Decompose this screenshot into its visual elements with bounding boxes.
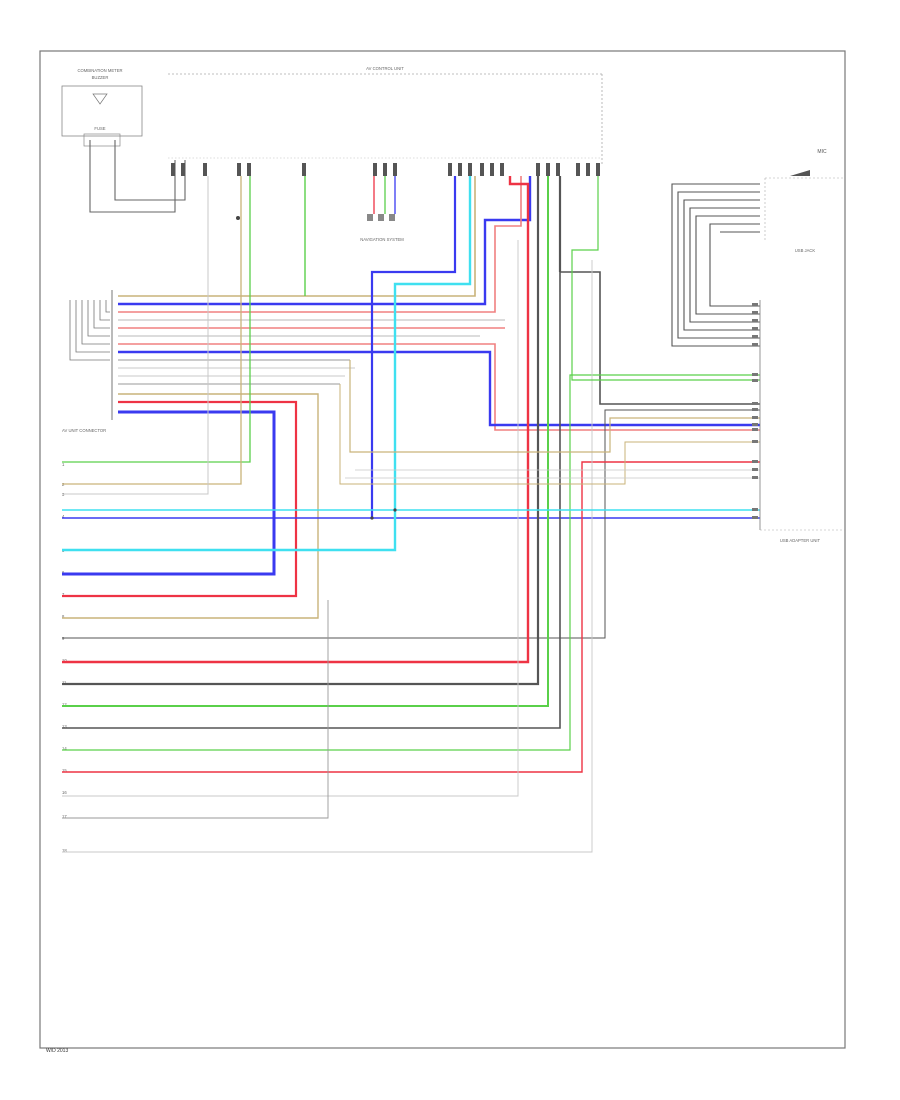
left-pin-4: 4 [62, 514, 65, 519]
left-pin-7: 7 [62, 592, 65, 597]
left-pin-16: 16 [62, 790, 67, 795]
wires-middle-vertical [62, 176, 760, 518]
right-top-block: MIC USB JACK [671, 149, 845, 347]
right-top-unit-label: MIC [817, 149, 827, 155]
mid-center-system-label: NAVIGATION SYSTEM [360, 237, 404, 242]
usb-adapter-unit-block: USB ADAPTER UNIT [759, 300, 845, 543]
left-pin-14: 14 [62, 746, 67, 751]
left-pin-17: 17 [62, 814, 67, 819]
left-pin-10: 10 [62, 658, 67, 663]
left-pin-13: 13 [62, 724, 67, 729]
top-left-fuse-label: FUSE [94, 126, 105, 131]
mid-left-connector-label: AV UNIT CONNECTOR [62, 428, 106, 433]
left-pin-12: 12 [62, 702, 67, 707]
left-pin-1: 1 [62, 462, 65, 467]
left-connector-bus: AV UNIT CONNECTOR [62, 290, 113, 433]
right-pin-ticks [752, 303, 758, 519]
combination-meter-block: COMBINATION METER BUZZER FUSE [61, 68, 186, 213]
right-bottom-unit-label: USB ADAPTER UNIT [780, 538, 821, 543]
top-connector-stubs [171, 163, 600, 176]
diagram-frame [39, 50, 846, 1049]
left-pin-15: 15 [62, 768, 67, 773]
wires-upper-bus [62, 176, 760, 619]
left-pin-18: 18 [62, 848, 67, 853]
left-pin-11: 11 [62, 680, 67, 685]
top-center-unit-label: AV CONTROL UNIT [366, 66, 404, 71]
splice-points [236, 216, 397, 520]
right-top-sub-label: USB JACK [795, 248, 816, 253]
footer-label: W/D 2013 [46, 1048, 68, 1054]
top-left-sub-label: BUZZER [92, 75, 109, 80]
navigation-system-block: NAVIGATION SYSTEM [360, 176, 404, 242]
left-pin-8: 8 [62, 614, 65, 619]
wires-left-horizontal [62, 176, 760, 853]
left-pin-labels: 1 2 3 4 5 6 7 8 9 10 11 12 13 14 15 16 1… [62, 462, 67, 853]
av-control-unit-top: AV CONTROL UNIT [168, 66, 603, 165]
top-left-component-label: COMBINATION METER [77, 68, 122, 73]
